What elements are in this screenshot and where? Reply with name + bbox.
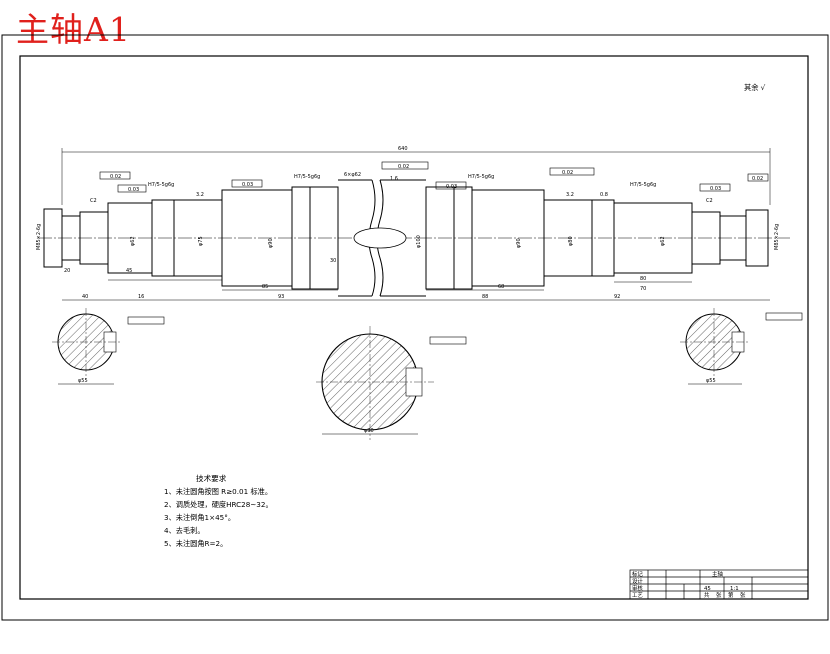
tol-value-3: 0.03: [242, 182, 253, 188]
tb-label-4: 工艺: [632, 592, 643, 599]
roughness-note: 其余 √: [744, 83, 766, 92]
length-dimensions: [62, 279, 770, 301]
tolerance-frames: [99, 161, 769, 193]
technical-notes: 技术要求 1、未注圆角按图 R≥0.01 标准。 2、调质处理，硬度HRC28~…: [164, 473, 273, 548]
dim-thread-right: M85×2-6g: [774, 224, 780, 250]
note-item-2: 2、调质处理，硬度HRC28~32。: [164, 500, 273, 509]
dim-phi75: φ75: [198, 236, 204, 246]
tb-footer-1: 共: [704, 591, 710, 599]
dim-len-30: 30: [330, 258, 336, 264]
fit-callout-3: H7/5-5g6g: [468, 174, 494, 180]
dim-len-80: 80: [640, 276, 646, 282]
dim-len-16: 16: [138, 294, 144, 300]
dim-len-45: 45: [126, 268, 132, 274]
tb-label-3: 审核: [632, 584, 643, 592]
tol-value-8: 0.02: [752, 176, 763, 182]
tb-scale: 1:1: [730, 586, 739, 592]
section-mid-dim: φ90: [364, 428, 374, 434]
dim-phi90-right: φ90: [516, 238, 522, 248]
fit-callout-4: H7/5-5g6g: [630, 182, 656, 188]
tb-footer-2: 张: [716, 591, 722, 599]
dim-thread-left: M85×2-6g: [36, 224, 42, 250]
dim-len-88: 88: [482, 294, 488, 300]
note-item-5: 5、未注圆角R=2。: [164, 539, 227, 548]
tb-material: 45: [704, 586, 711, 592]
tb-label-1: 标记: [632, 570, 643, 578]
section-left-dim: φ55: [78, 378, 88, 384]
roughness-mark-2: 1.6: [390, 176, 398, 182]
tol-value-1: 0.02: [110, 174, 121, 180]
roughness-mark-3: 3.2: [566, 192, 574, 198]
fit-callout-2: H7/5-5g6g: [294, 174, 320, 180]
dim-phi100: φ100: [416, 235, 422, 248]
roughness-mark-1: 3.2: [196, 192, 204, 198]
dim-phi62-left: φ62: [130, 236, 136, 246]
tol-value-4: 0.02: [398, 164, 409, 170]
tol-value-7: 0.03: [710, 186, 721, 192]
section-middle: φ90: [316, 326, 467, 440]
section-right: φ55: [680, 308, 803, 385]
tb-footer-4: 张: [740, 591, 746, 599]
keyway-callout: 6×φ62: [344, 172, 361, 178]
tol-value-2: 0.03: [128, 187, 139, 193]
chamfer-mark-left: C2: [90, 198, 97, 204]
chamfer-mark-right: C2: [706, 198, 713, 204]
roughness-mark-4: 0.8: [600, 192, 608, 198]
mid-keyway: [353, 227, 407, 249]
dim-len-20: 20: [64, 268, 70, 274]
section-left: φ55: [52, 308, 165, 385]
shaft-right: [380, 179, 769, 297]
dim-phi80: φ80: [568, 236, 574, 246]
dim-len-40: 40: [82, 294, 88, 300]
note-item-4: 4、去毛刺。: [164, 526, 205, 535]
title-block: [629, 569, 809, 600]
notes-heading: 技术要求: [196, 473, 227, 483]
tb-footer-3: 第: [728, 591, 734, 599]
dim-phi90-left: φ90: [268, 238, 274, 248]
outer-border: [1, 34, 829, 621]
overall-dimension: 640: [61, 146, 771, 205]
inner-border: [19, 55, 809, 600]
tol-value-5: 0.03: [446, 184, 457, 190]
note-item-1: 1、未注圆角按图 R≥0.01 标准。: [164, 487, 272, 496]
dim-overall-length: 640: [398, 146, 408, 152]
shaft-left: [43, 179, 384, 297]
fit-callout-1: H7/5-5g6g: [148, 182, 174, 188]
drawing-title: 主轴A1: [16, 10, 131, 49]
dim-phi62-right: φ62: [660, 236, 666, 246]
tb-label-2: 设计: [632, 577, 643, 585]
note-item-3: 3、未注倒角1×45°。: [164, 513, 235, 522]
dim-len-92: 92: [614, 294, 620, 300]
dim-len-93: 93: [278, 294, 284, 300]
dim-len-85: 85: [262, 284, 268, 290]
dim-len-70: 70: [640, 286, 646, 292]
tb-part-name: 主轴: [712, 570, 723, 578]
dim-len-68: 68: [498, 284, 504, 290]
tol-value-6: 0.02: [562, 170, 573, 176]
section-right-dim: φ55: [706, 378, 716, 384]
